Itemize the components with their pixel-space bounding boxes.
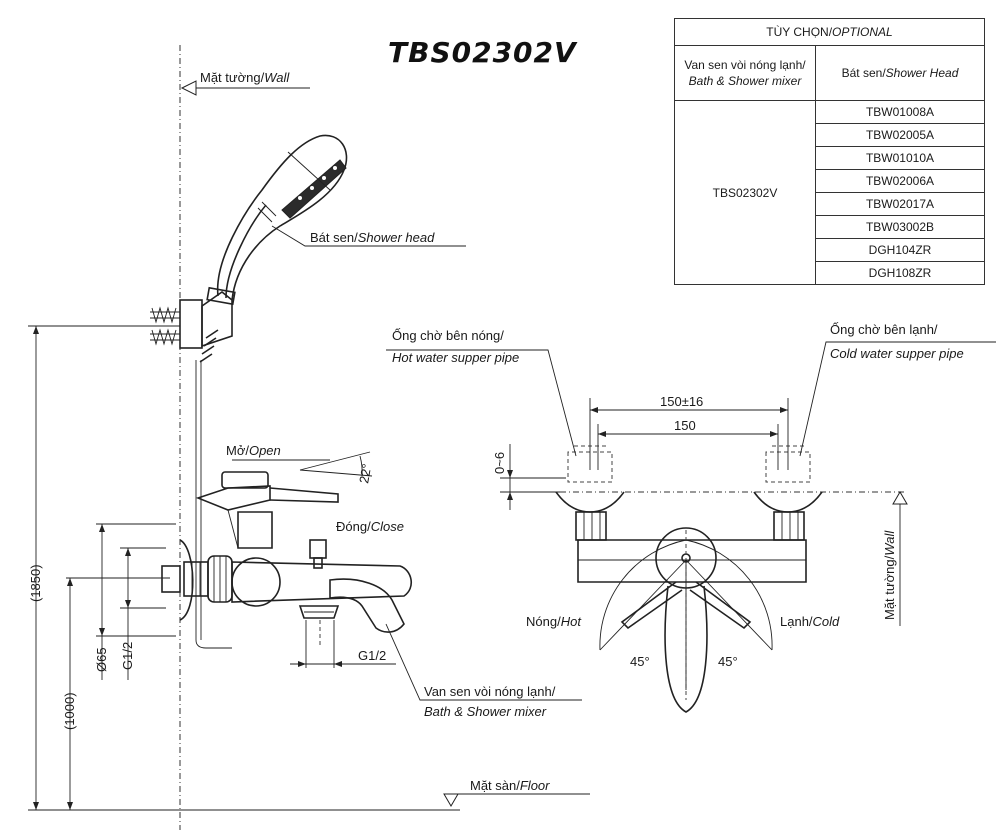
table-row: DGH108ZR bbox=[815, 261, 985, 285]
mixer-label-vi: Van sen vòi nóng lạnh/ bbox=[424, 684, 556, 699]
table-row: TBW02017A bbox=[815, 192, 985, 216]
wall-marker bbox=[180, 80, 310, 96]
table-row: TBW01010A bbox=[815, 146, 985, 170]
table-col-mixer: Van sen vòi nóng lạnh/Bath & Shower mixe… bbox=[674, 45, 816, 101]
mixer-label-en: Bath & Shower mixer bbox=[424, 704, 547, 719]
diameter-dim: Ø65 bbox=[94, 647, 109, 672]
inlet-thread-dim: G1/2 bbox=[120, 642, 135, 670]
outlet-thread-dim: G1/2 bbox=[358, 648, 386, 663]
shower-head bbox=[199, 134, 348, 363]
spacing-range-dim: 150±16 bbox=[660, 394, 703, 409]
cold-pipe-label-vi: Ống chờ bên lạnh/ bbox=[830, 322, 938, 337]
close-label: Đóng/Close bbox=[336, 519, 404, 534]
table-row: TBW01008A bbox=[815, 100, 985, 124]
cold-label: Lạnh/Cold bbox=[780, 614, 840, 629]
mixer-side-view bbox=[161, 451, 412, 648]
open-label: Mở/Open bbox=[226, 443, 281, 458]
wall-label: Mặt tường/Wall bbox=[200, 70, 290, 85]
table-col-shower-head: Bát sen/Shower Head bbox=[815, 45, 985, 101]
shower-head-label: Bát sen/Shower head bbox=[310, 230, 435, 245]
outlet-thread-dimension bbox=[290, 620, 396, 668]
table-row: TBW02005A bbox=[815, 123, 985, 147]
table-mixer-model: TBS02302V bbox=[674, 100, 816, 285]
offset-dim: 0~6 bbox=[492, 452, 507, 474]
table-header: TÙY CHỌN/OPTIONAL bbox=[674, 18, 985, 46]
hot-label: Nóng/Hot bbox=[526, 614, 582, 629]
hot-pipe-label-vi: Ống chờ bên nóng/ bbox=[392, 328, 504, 343]
handle-angle: 22° bbox=[356, 463, 374, 485]
floor-label: Mặt sàn/Floor bbox=[470, 778, 550, 793]
optional-table: TÙY CHỌN/OPTIONAL Van sen vòi nóng lạnh/… bbox=[674, 18, 985, 285]
left-dimensions bbox=[28, 325, 460, 811]
table-row: TBW02006A bbox=[815, 169, 985, 193]
cold-pipe-leader bbox=[799, 341, 996, 457]
cold-pipe-label-en: Cold water supper pipe bbox=[830, 346, 964, 361]
angle-left-dim: 45° bbox=[630, 654, 650, 669]
spacing-dimensions bbox=[500, 398, 789, 510]
mixer-leader bbox=[385, 623, 582, 701]
hot-pipe-label-en: Hot water supper pipe bbox=[392, 350, 519, 365]
total-height-dim: (1850) bbox=[28, 564, 43, 602]
product-title: TBS02302V bbox=[388, 36, 578, 69]
table-row: DGH104ZR bbox=[815, 238, 985, 262]
floor-marker bbox=[443, 793, 590, 807]
wall-bracket bbox=[150, 291, 233, 349]
mixer-height-dim: (1000) bbox=[62, 692, 77, 730]
wall-side-label: Mặt tường/Wall bbox=[882, 530, 897, 620]
hot-pipe-leader bbox=[386, 349, 577, 457]
shower-head-leader bbox=[271, 225, 466, 247]
spacing-dim: 150 bbox=[674, 418, 696, 433]
mixer-front-view bbox=[508, 445, 905, 713]
wall-side-marker bbox=[892, 491, 908, 626]
angle-right-dim: 45° bbox=[718, 654, 738, 669]
table-row: TBW03002B bbox=[815, 215, 985, 239]
